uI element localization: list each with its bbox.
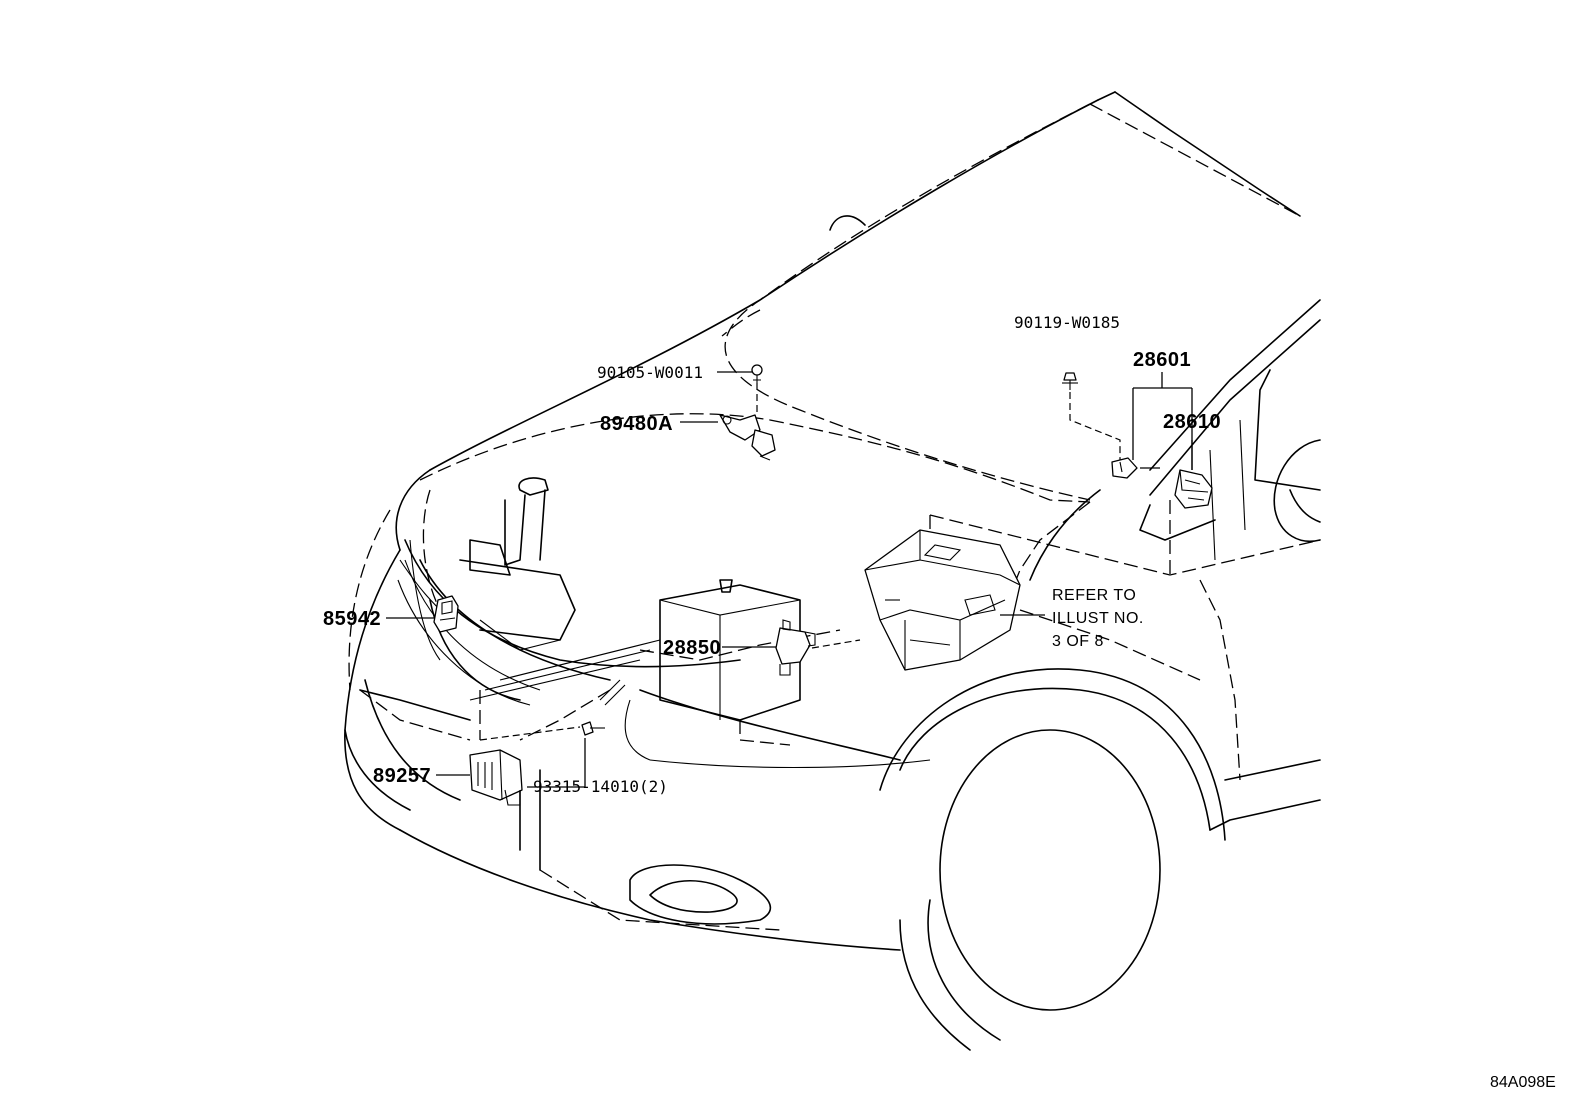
label-93315-14010: 93315-14010(2) [533,777,668,796]
leader-lines [386,371,1193,788]
reference-note-line-1: REFER TO [1052,587,1136,604]
bolt-93315-icon [581,721,605,736]
car-body-outline [344,91,1321,1051]
relay-28610-icon [1174,469,1213,509]
relay-box-outline [864,529,1021,671]
fastener-90119-icon [1062,372,1078,390]
label-28850: 28850 [663,637,721,659]
relay-85942-icon [433,595,459,633]
reference-note-line-2: ILLUST NO. [1052,610,1144,627]
module-89257-icon [469,749,523,806]
label-89480A: 89480A [600,413,673,435]
reference-note: REFER TO ILLUST NO. 3 OF 8 [1052,587,1144,650]
label-90105-W0011: 90105-W0011 [597,363,703,382]
label-85942: 85942 [323,608,381,630]
label-28610: 28610 [1163,411,1221,433]
battery-outline [659,579,801,746]
part-28601-icon [1111,457,1138,479]
drawing-code: 84A098E [1490,1074,1556,1091]
label-28601: 28601 [1133,349,1191,371]
reference-note-line-3: 3 OF 8 [1052,633,1104,650]
fastener-90105-icon [751,364,763,383]
label-89257: 89257 [373,765,431,787]
sensor-89480A-icon [719,414,776,461]
label-90119-W0185: 90119-W0185 [1014,313,1120,332]
sensor-28850-icon [775,619,816,676]
